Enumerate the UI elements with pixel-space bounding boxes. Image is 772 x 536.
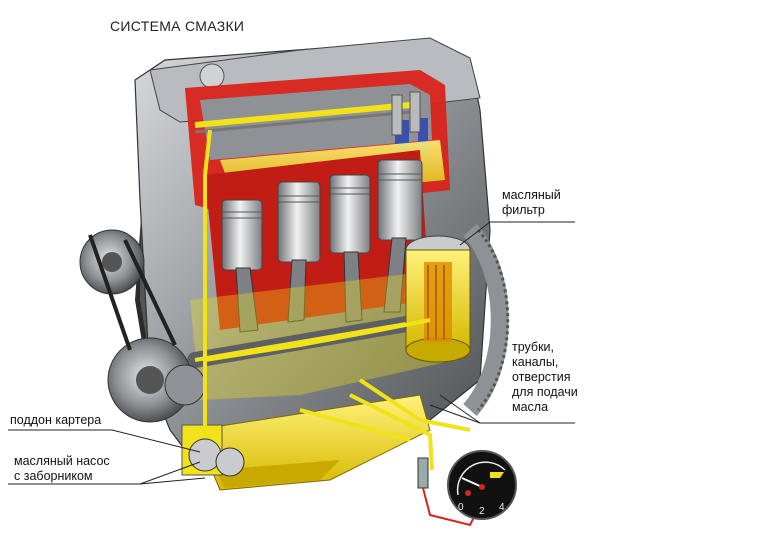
- oil-lines: [203, 129, 471, 471]
- label-pump-line1: масляный насос: [14, 454, 110, 468]
- gauge-tick-4: 4: [499, 502, 505, 513]
- label-oil-filter-line1: масляный: [502, 188, 561, 202]
- label-tubes-line3: отверстия: [512, 370, 571, 384]
- label-tubes-line5: масла: [512, 400, 549, 414]
- label-sump: поддон картера: [10, 413, 102, 427]
- label-oil-pump: масляный насос с заборником: [14, 454, 110, 484]
- label-oil-filter-line2: фильтр: [502, 203, 545, 217]
- gauge-tick-2: 2: [479, 506, 485, 517]
- leader-lines: [8, 221, 575, 485]
- oil-pressure-gauge: [447, 450, 517, 520]
- flywheel: [463, 223, 510, 417]
- label-tubes-line1: трубки,: [512, 340, 555, 354]
- pistons: [221, 91, 423, 271]
- camshaft: [194, 102, 411, 134]
- label-oil-filter: масляный фильтр: [502, 188, 561, 218]
- oil-can-icon: [490, 472, 504, 478]
- label-tubes-line4: для подачи: [512, 385, 578, 399]
- oil-sump: [194, 394, 431, 491]
- label-oil-tubes: трубки, каналы, отверстия для подачи мас…: [512, 340, 578, 415]
- gauge-tick-0: 0: [458, 502, 464, 513]
- front-pulleys: [79, 229, 206, 423]
- label-pump-line2: с заборником: [14, 469, 93, 483]
- label-tubes-line2: каналы,: [512, 355, 559, 369]
- connecting-rods: [235, 237, 407, 333]
- diagram-title: СИСТЕМА СМАЗКИ: [110, 18, 245, 34]
- oil-filter: [405, 235, 471, 363]
